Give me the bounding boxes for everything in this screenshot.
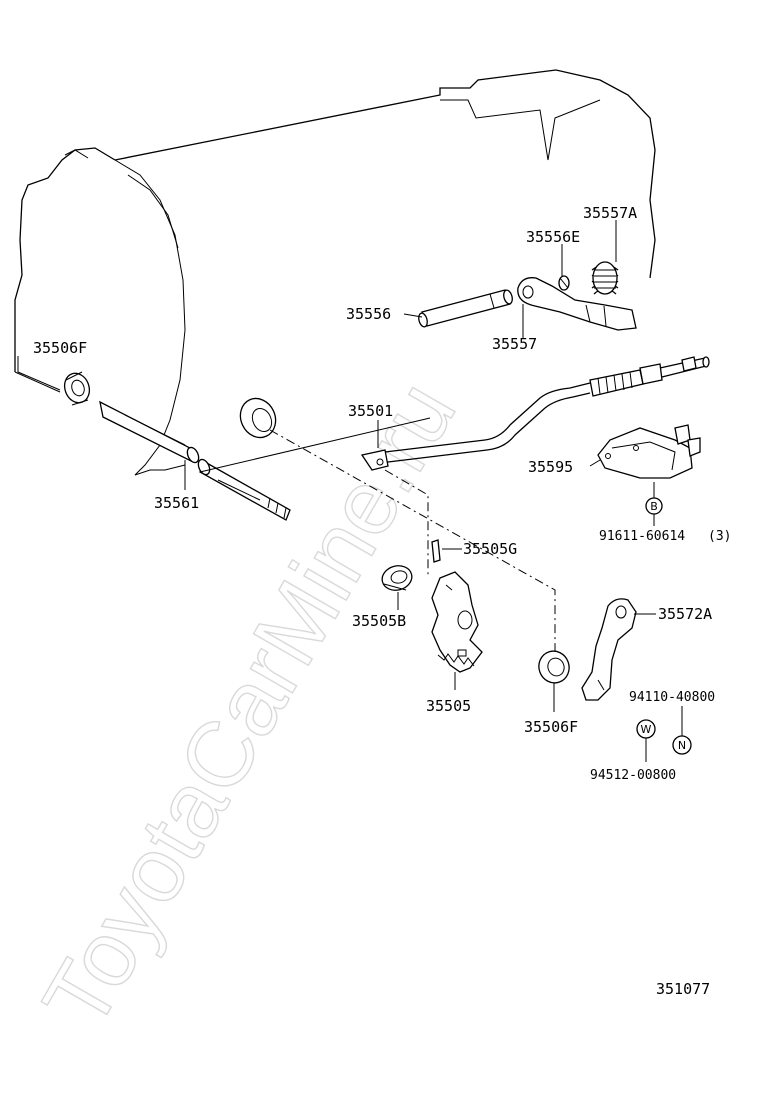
label-91611: 91611-60614 — [599, 529, 685, 544]
diagram-id: 351077 — [656, 980, 710, 998]
leader-35595 — [589, 459, 601, 467]
bracket-35595 — [597, 424, 701, 479]
leader-35556 — [403, 313, 423, 318]
rod-35501 — [360, 356, 710, 471]
label-35556e: 35556E — [526, 228, 580, 246]
label-35506f-top: 35506F — [33, 339, 87, 357]
bushing-35505b — [381, 565, 413, 591]
leader-35506f-top — [17, 356, 61, 391]
pin-35556 — [418, 289, 513, 328]
label-35506f-bottom: 35506F — [524, 718, 578, 736]
reference-line — [199, 417, 431, 473]
code-b: B — [650, 500, 658, 513]
seal-mid — [239, 397, 277, 439]
code-n: N — [678, 739, 686, 752]
label-35561: 35561 — [154, 494, 199, 512]
label-35501: 35501 — [348, 402, 393, 420]
label-35505: 35505 — [426, 697, 471, 715]
dash-line-2 — [384, 469, 429, 575]
shaft-35561 — [99, 400, 291, 521]
label-35595: 35595 — [528, 458, 573, 476]
watermark: ToyotaCarMine.ru — [24, 365, 475, 1045]
clip-35556e — [558, 275, 570, 291]
label-35556: 35556 — [346, 305, 391, 323]
lever-35572a — [581, 598, 637, 701]
label-94110: 94110-40800 — [629, 690, 715, 705]
spring-35557a — [591, 261, 619, 295]
label-35505g: 35505G — [463, 540, 517, 558]
label-35557: 35557 — [492, 335, 537, 353]
dash-line-1 — [269, 429, 556, 655]
label-94512: 94512-00800 — [590, 768, 676, 783]
label-91611-qty: (3) — [708, 529, 731, 544]
label-35505b: 35505B — [352, 612, 406, 630]
code-n-circle — [672, 735, 692, 755]
seal-35506f-bottom — [538, 650, 570, 684]
transmission-housing — [14, 69, 656, 476]
detent-lever-35505 — [431, 571, 483, 673]
seal-35506f-top — [63, 371, 91, 406]
pin-35505g — [431, 539, 441, 563]
code-w: W — [641, 723, 652, 736]
label-35557a: 35557A — [583, 204, 637, 222]
label-35572a: 35572A — [658, 605, 712, 623]
lever-35557 — [517, 277, 637, 331]
